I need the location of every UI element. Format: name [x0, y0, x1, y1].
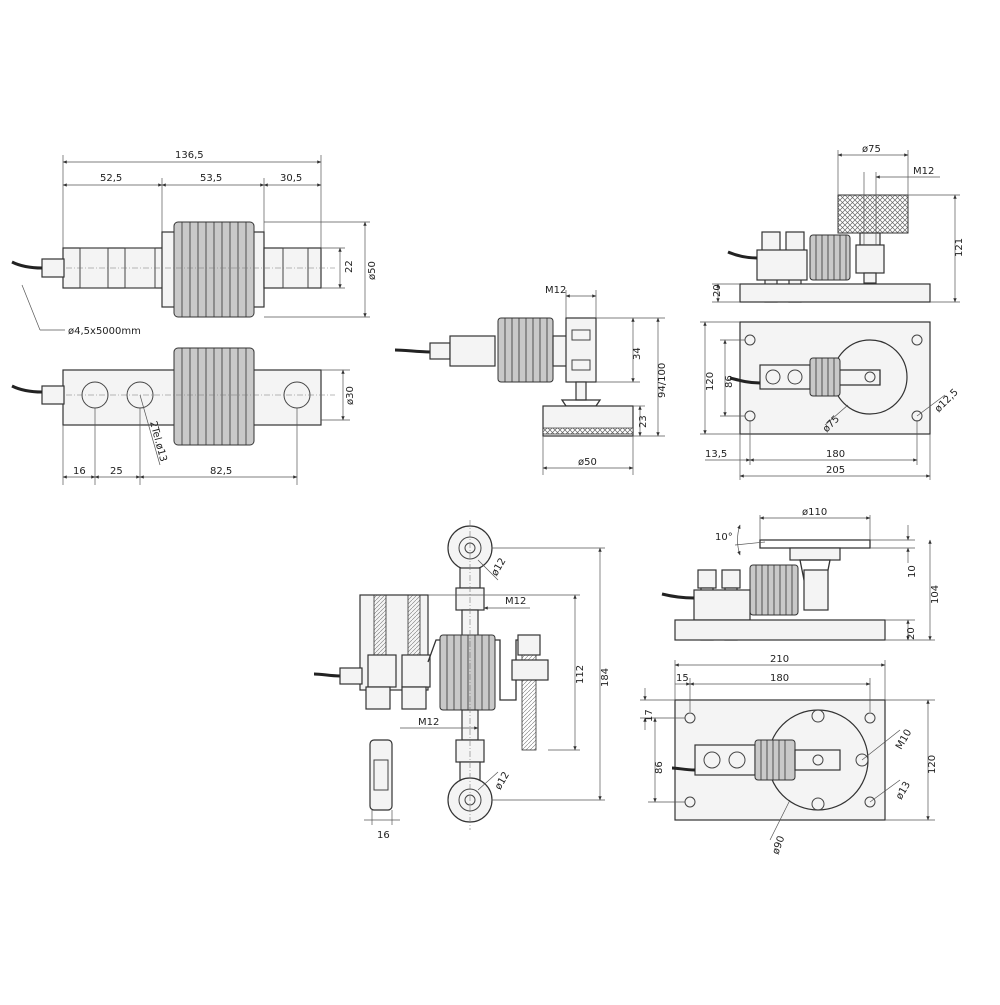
dim-w15: 15	[676, 673, 689, 684]
dim-overall-length: 136,5	[175, 150, 204, 161]
dim-h112: 112	[575, 665, 586, 684]
view-mid-left: ø30 2Tel.ø13 16 25 82,5	[11, 347, 356, 485]
dim-h10: 10	[907, 565, 918, 578]
dim-cable: ø4,5x5000mm	[68, 326, 141, 337]
dim-d110: ø110	[802, 507, 827, 518]
dim-a825: 82,5	[210, 466, 232, 477]
dim-d22: 22	[344, 260, 355, 273]
dim-seg1: 52,5	[100, 173, 122, 184]
dim-w180-br: 180	[770, 673, 789, 684]
dim-h184: 184	[600, 668, 611, 687]
dim-m12: M12	[545, 285, 566, 296]
dim-m12-tr: M12	[913, 166, 934, 177]
dim-d13: ø13	[894, 780, 913, 802]
dim-holes: 2Tel.ø13	[147, 420, 168, 463]
view-top-left: 136,5 52,5 53,5 30,5 2	[11, 150, 378, 337]
dim-d94: 94/100	[657, 363, 668, 398]
dim-d75-top: ø75	[862, 144, 881, 155]
view-bottom-center: 16 ø12 M12 M12 ø12 112 184	[313, 520, 611, 841]
dim-m12b: M12	[418, 717, 439, 728]
dim-w16-bc: 16	[377, 830, 390, 841]
dim-d30: ø30	[345, 386, 356, 405]
dim-d50-small: ø50	[578, 457, 597, 468]
dim-seg3: 30,5	[280, 173, 302, 184]
dim-h86-br: 86	[654, 761, 665, 774]
dim-seg2: 53,5	[200, 173, 222, 184]
dim-w210: 210	[770, 654, 789, 665]
dim-h20-br: 20	[906, 627, 917, 640]
dim-m10: M10	[894, 728, 914, 752]
dim-h104: 104	[930, 585, 941, 604]
dim-h121: 121	[954, 238, 965, 257]
dim-eye-top: ø12	[490, 556, 509, 578]
dim-d34: 34	[632, 347, 643, 360]
view-bottom-right: ø110 10° 10 104 20	[640, 507, 941, 856]
dim-a25: 25	[110, 466, 123, 477]
dim-w205: 205	[826, 465, 845, 476]
dim-h17: 17	[644, 709, 655, 722]
dim-w180-tr: 180	[826, 449, 845, 460]
dim-d23: 23	[638, 415, 649, 428]
dim-d50: ø50	[367, 261, 378, 280]
dim-d90: ø90	[771, 835, 788, 856]
view-center-small: M12 34 94/100 23 ø50	[394, 285, 668, 475]
dim-a16: 16	[73, 466, 86, 477]
dim-h20-tr: 20	[712, 284, 723, 297]
dim-h86-tr: 86	[724, 375, 735, 388]
view-top-right: ø75 M12 121 20 120	[700, 144, 965, 480]
dim-w135: 13,5	[705, 449, 727, 460]
dim-h120-br: 120	[927, 755, 938, 774]
dim-angle: 10°	[715, 532, 733, 543]
dim-h120-tr: 120	[705, 372, 716, 391]
dim-m12a: M12	[505, 596, 526, 607]
